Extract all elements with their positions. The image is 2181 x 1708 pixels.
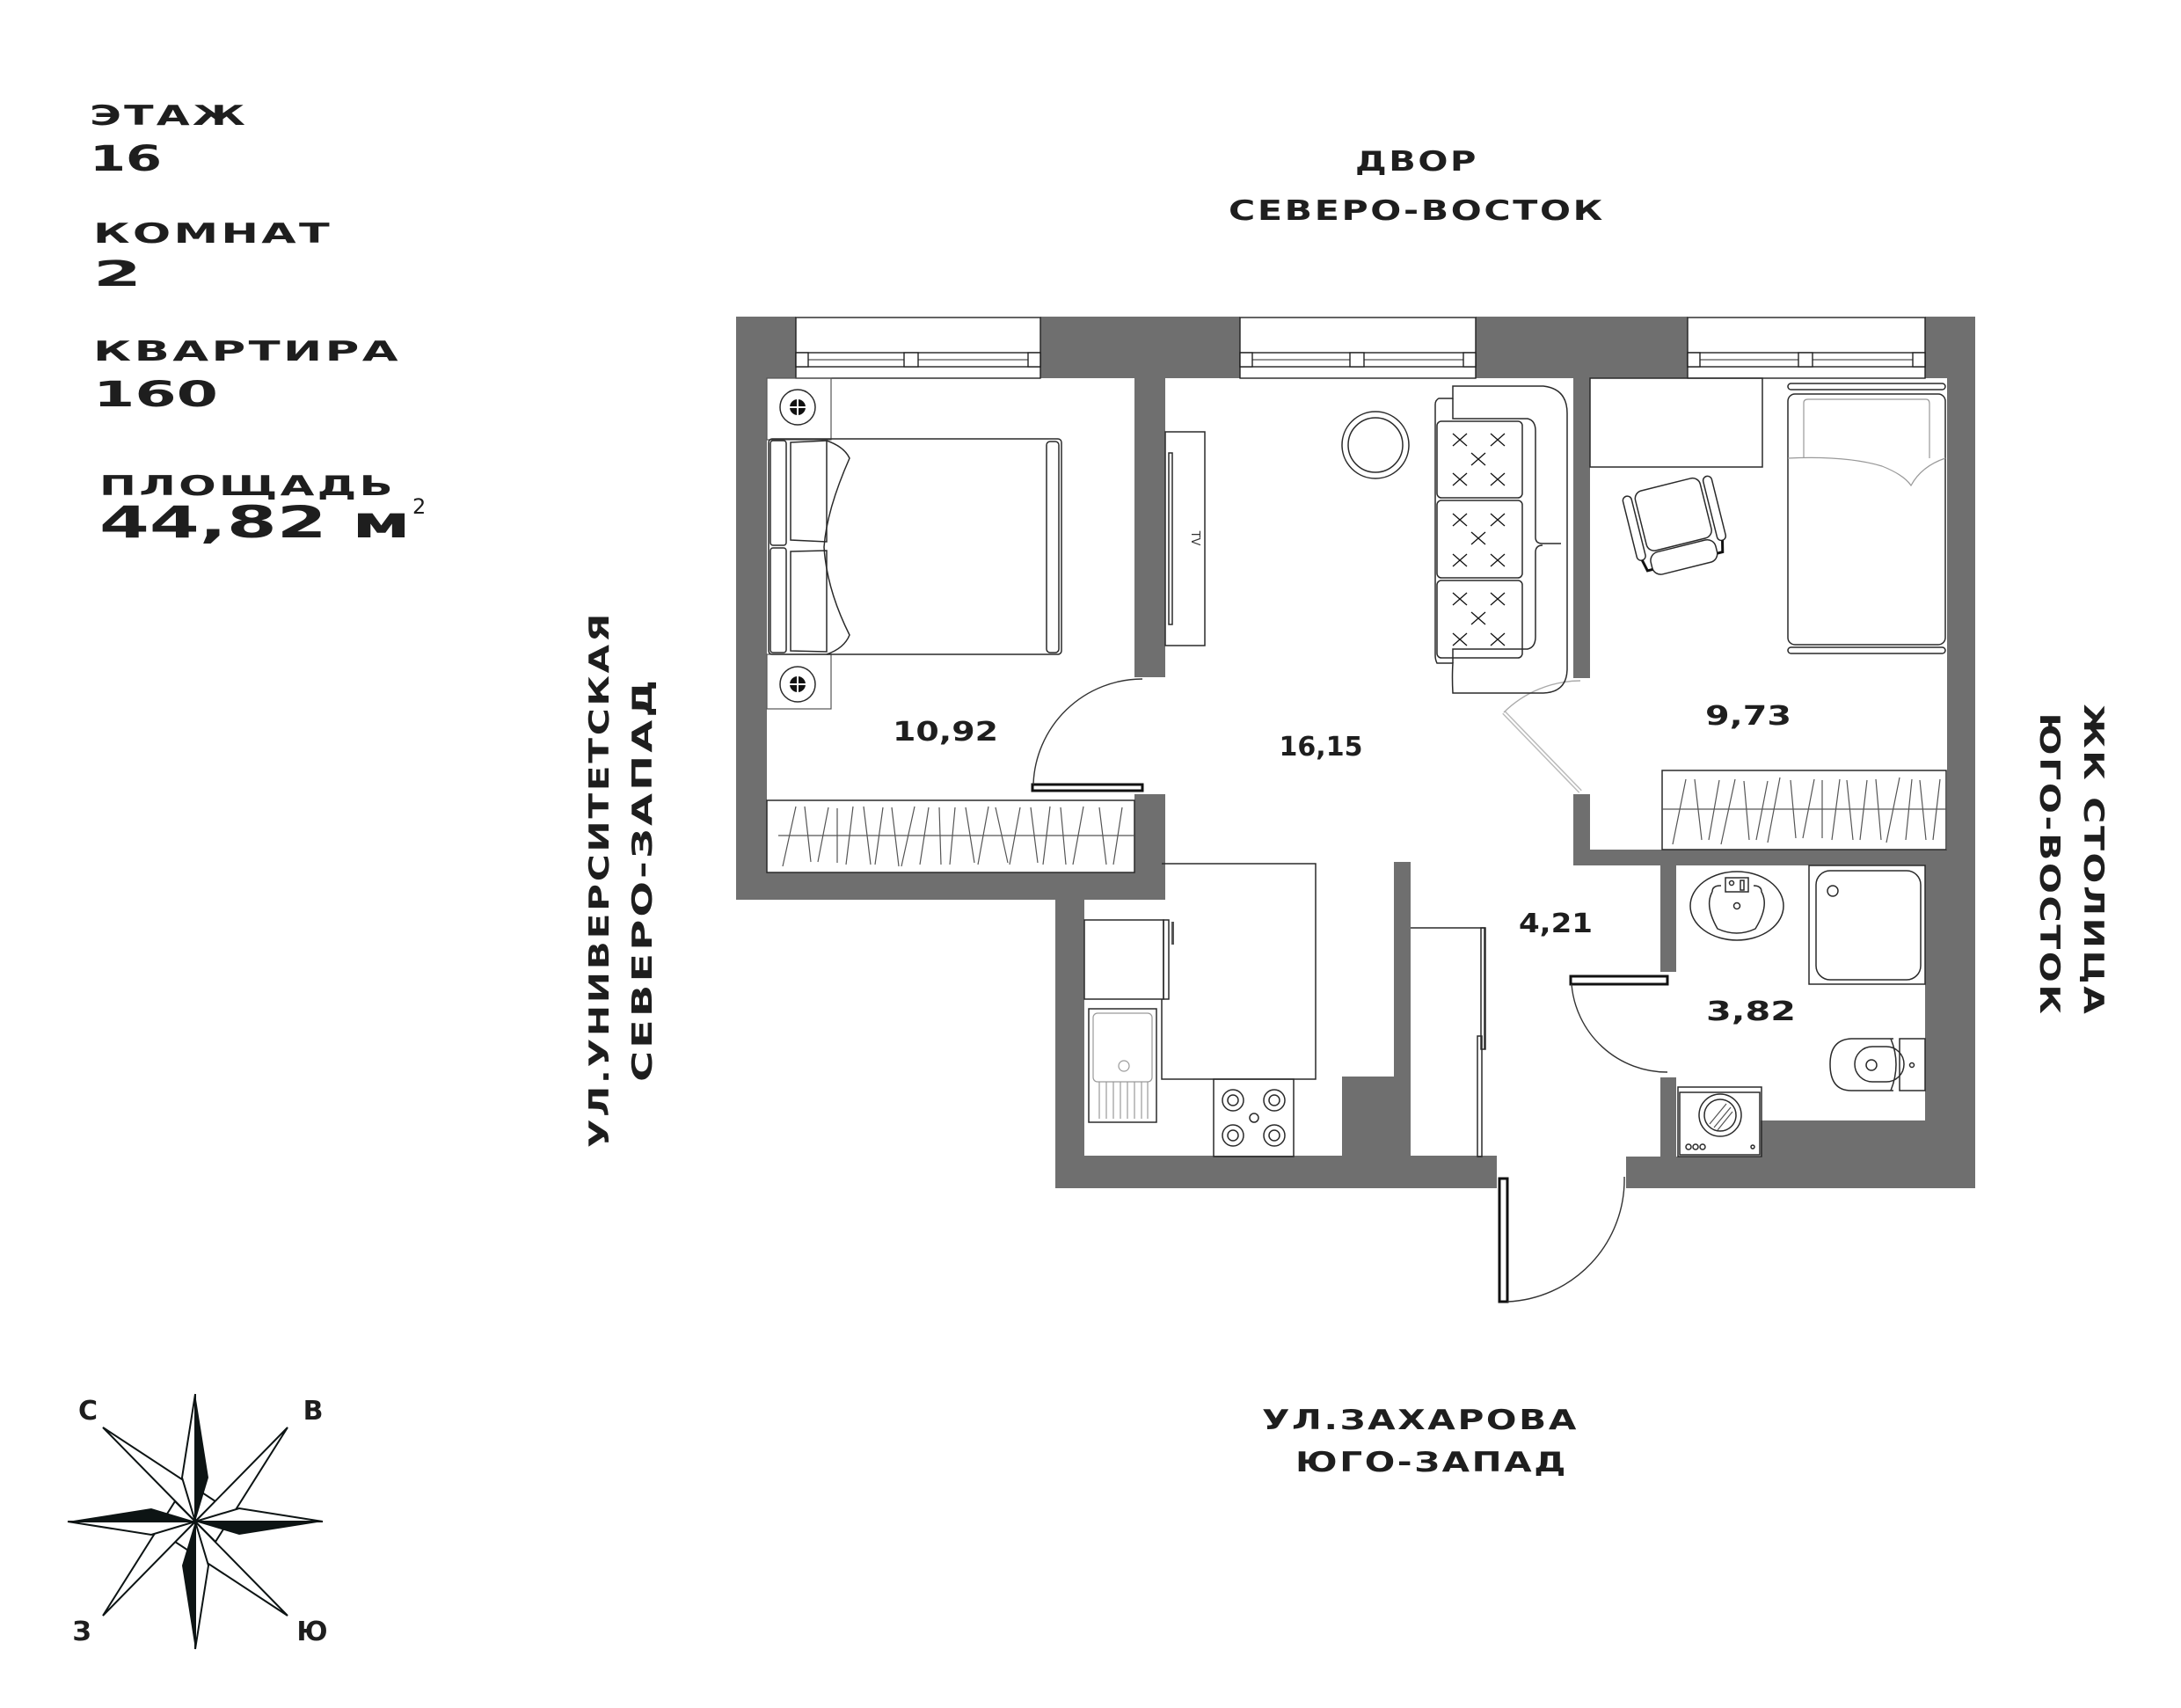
apartment-info-panel: ЭТАЖ 16 КОМНАТ 2 КВАРТИРА 160 ПЛОЩАДЬ 44… <box>90 100 426 548</box>
kitchen-furniture <box>1083 863 1317 1157</box>
sofa <box>1434 385 1568 694</box>
room-area-hallway: 4,21 <box>1519 909 1593 939</box>
area-label: ПЛОЩАДЬ <box>99 471 396 502</box>
single-bed <box>1787 383 1946 654</box>
window-living-room <box>1239 317 1477 379</box>
doors <box>1031 678 1669 1303</box>
washing-machine <box>1677 1086 1762 1157</box>
bottom-side-label-line2: ЮГО-ЗАПАД <box>1295 1447 1568 1478</box>
sofa-tufting-icon <box>1452 433 1506 646</box>
window-right-bedroom <box>1687 317 1926 379</box>
door-bathroom[interactable] <box>1569 974 1669 1073</box>
top-side-label-line2: СЕВЕРО-ВОСТОК <box>1229 195 1605 227</box>
area-unit-superscript: 2 <box>412 494 426 519</box>
wardrobe <box>1661 770 1947 850</box>
rooms-label: КОМНАТ <box>93 218 332 250</box>
room-area-bathroom: 3,82 <box>1706 996 1796 1027</box>
door-right-bedroom[interactable] <box>1502 680 1582 793</box>
compass-east-label: В <box>303 1396 324 1427</box>
window-left-bedroom <box>795 317 1041 379</box>
kitchen-sink <box>1088 1008 1157 1123</box>
shower-tray <box>1808 865 1926 985</box>
double-bed <box>768 438 1062 655</box>
top-side-label-line1: ДВОР <box>1355 146 1478 178</box>
room-area-labels: 10,92 16,15 9,73 4,21 3,82 <box>893 701 1796 1027</box>
floor-label: ЭТАЖ <box>90 100 248 132</box>
bottom-side-label-line1: УЛ.ЗАХАРОВА <box>1262 1405 1579 1436</box>
room-area-bedroom-left: 10,92 <box>893 717 998 748</box>
windows <box>795 317 1926 379</box>
bathroom-fixtures <box>1677 865 1926 1157</box>
round-coffee-table <box>1341 411 1410 479</box>
nightstand-lamp-icon <box>779 389 816 426</box>
door-entrance[interactable] <box>1498 1176 1625 1303</box>
compass-rose-icon <box>67 1393 324 1650</box>
area-value: 44,82 м <box>99 497 411 548</box>
right-side-label-line1: ЖК СТОЛИЦА <box>2077 704 2109 1017</box>
left-side-label-line1: УЛ.УНИВЕРСИТЕТСКАЯ <box>584 611 616 1148</box>
tv-label: TV <box>1188 530 1201 546</box>
compass-labels: С В З Ю <box>72 1396 327 1647</box>
compass-south-label: Ю <box>296 1617 327 1647</box>
desk <box>1589 377 1763 468</box>
door-left-bedroom[interactable] <box>1031 678 1144 792</box>
walls <box>736 317 1975 1188</box>
apartment-value: 160 <box>93 375 218 415</box>
room-area-living-room: 16,15 <box>1280 732 1363 763</box>
left-bedroom-furniture <box>766 377 1135 873</box>
toilet <box>1829 1038 1926 1091</box>
hallway-furniture <box>1411 927 1486 1157</box>
nightstand-lamp-icon <box>779 666 816 703</box>
compass-north-label: С <box>78 1396 98 1427</box>
living-room-furniture: TV <box>1164 385 1568 694</box>
hallway-wardrobe <box>1411 927 1486 1157</box>
right-side-label-line2: ЮГО-ВОСТОК <box>2033 713 2065 1017</box>
floor-value: 16 <box>90 139 162 179</box>
rooms-value: 2 <box>93 254 142 295</box>
wardrobe <box>766 799 1135 873</box>
orientation-labels: ДВОР СЕВЕРО-ВОСТОК УЛ.ЗАХАРОВА ЮГО-ЗАПАД… <box>584 146 2109 1478</box>
tv-stand: TV <box>1164 431 1206 646</box>
compass-west-label: З <box>72 1617 91 1647</box>
right-bedroom-furniture <box>1589 377 1947 850</box>
washbasin <box>1689 871 1784 941</box>
left-side-label-line2: СЕВЕРО-ЗАПАД <box>627 677 659 1082</box>
room-area-bedroom-right: 9,73 <box>1705 701 1791 732</box>
fridge <box>1083 919 1174 1000</box>
apartment-label: КВАРТИРА <box>93 336 401 368</box>
office-chair <box>1622 475 1727 575</box>
stove-cooktop <box>1213 1078 1295 1157</box>
